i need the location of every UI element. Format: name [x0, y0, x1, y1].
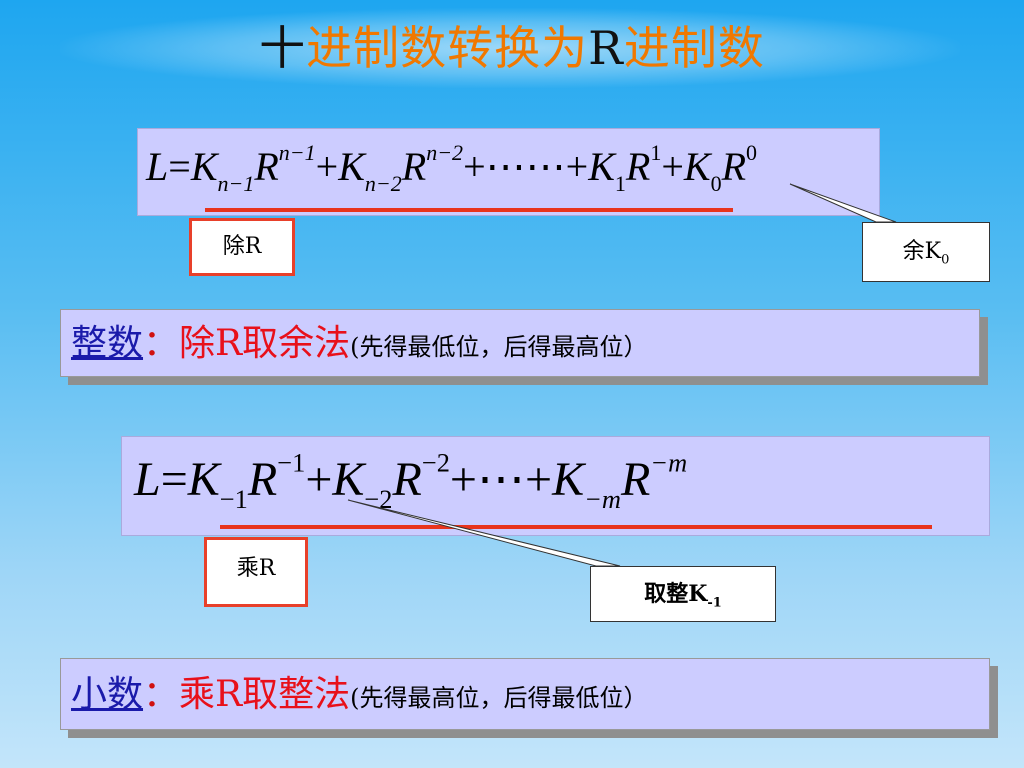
- f2-sub-1: −1: [219, 484, 248, 515]
- page-title: 十进制数转换为R进制数: [0, 18, 1024, 78]
- f2-dots: +⋯+: [449, 453, 553, 506]
- integer-underline: [205, 208, 733, 212]
- f1-L: L: [146, 144, 169, 189]
- f1-dots: +⋯⋯+: [463, 144, 589, 189]
- integer-method: 除R取余法: [179, 323, 351, 364]
- f1-R: R: [401, 144, 427, 189]
- f1-sub-n1: n−1: [217, 171, 255, 196]
- integer-note: (先得最低位，后得最高位）: [350, 333, 648, 361]
- multiply-r-box: 乘R: [204, 537, 308, 607]
- remainder-k0-box: 余K0: [862, 222, 990, 282]
- f1-K: K: [588, 144, 615, 189]
- f1-sup-0: 0: [746, 140, 757, 166]
- f1-K: K: [190, 144, 218, 189]
- title-char-ten: 十: [259, 21, 307, 75]
- integer-part-callout-pointer: [347, 499, 621, 567]
- f2-R: R: [620, 453, 651, 506]
- fraction-expansion-formula: L=K−1R−1+K−2R−2+⋯+K−mR−m: [121, 436, 990, 536]
- f2-K: K: [552, 453, 585, 506]
- fraction-underline: [220, 525, 932, 529]
- title-part-decimal-to: 进制数转换为: [306, 21, 589, 75]
- f1-sub-0: 0: [710, 171, 722, 196]
- f1-R: R: [625, 144, 651, 189]
- f1-sub-1: 1: [614, 171, 626, 196]
- f2-R: R: [392, 453, 422, 506]
- f2-sup-m: −m: [650, 447, 688, 478]
- integer-method-banner: 整数：除R取余法(先得最低位，后得最高位）: [60, 309, 980, 377]
- f2-L: L: [134, 453, 161, 506]
- f2-sup-1: −1: [277, 447, 306, 478]
- title-glow: [60, 8, 960, 88]
- f2-K: K: [332, 453, 365, 506]
- integer-colon: ：: [143, 323, 180, 364]
- f1-R: R: [721, 144, 746, 189]
- f1-R: R: [254, 144, 279, 189]
- f2-plus: +: [305, 453, 333, 506]
- integer-part-box: 取整K-1: [590, 566, 776, 622]
- f1-K: K: [683, 144, 711, 189]
- title-part-radix: 进制数: [623, 21, 765, 75]
- title-radix-r: R: [588, 21, 624, 75]
- f1-sup-1: 1: [650, 140, 662, 166]
- fraction-colon: ：: [143, 674, 180, 715]
- fraction-method: 乘R取整法: [179, 674, 351, 715]
- remainder-sub: 0: [941, 252, 950, 268]
- f2-K: K: [187, 453, 220, 506]
- f2-sub-m: −m: [584, 484, 621, 515]
- divide-r-box: 除R: [189, 218, 295, 276]
- fraction-note: (先得最高位，后得最低位）: [350, 684, 648, 712]
- f1-plus: +: [315, 144, 339, 189]
- f1-sub-n2: n−2: [364, 171, 402, 196]
- integer-heading: 整数: [71, 323, 144, 364]
- f2-eq: =: [160, 453, 188, 506]
- f2-sup-2: −2: [421, 447, 450, 478]
- f1-sup-n2: n−2: [426, 140, 464, 166]
- fraction-heading: 小数: [71, 674, 144, 715]
- f1-eq: =: [168, 144, 191, 189]
- multiply-r-label: 乘R: [236, 556, 276, 581]
- integer-part-sub: -1: [707, 595, 722, 611]
- remainder-callout-pointer: [789, 183, 897, 223]
- f2-R: R: [247, 453, 278, 506]
- integer-part-label: 取整K: [644, 581, 708, 607]
- f1-plus: +: [661, 144, 684, 189]
- f1-sup-n1: n−1: [278, 140, 316, 166]
- integer-expansion-formula: L=Kn−1Rn−1+Kn−2Rn−2+⋯⋯+K1R1+K0R0: [137, 128, 880, 216]
- divide-r-label: 除R: [222, 234, 262, 259]
- f1-K: K: [338, 144, 365, 189]
- remainder-label: 余K: [902, 239, 942, 264]
- fraction-method-banner: 小数：乘R取整法(先得最高位，后得最低位）: [60, 658, 990, 730]
